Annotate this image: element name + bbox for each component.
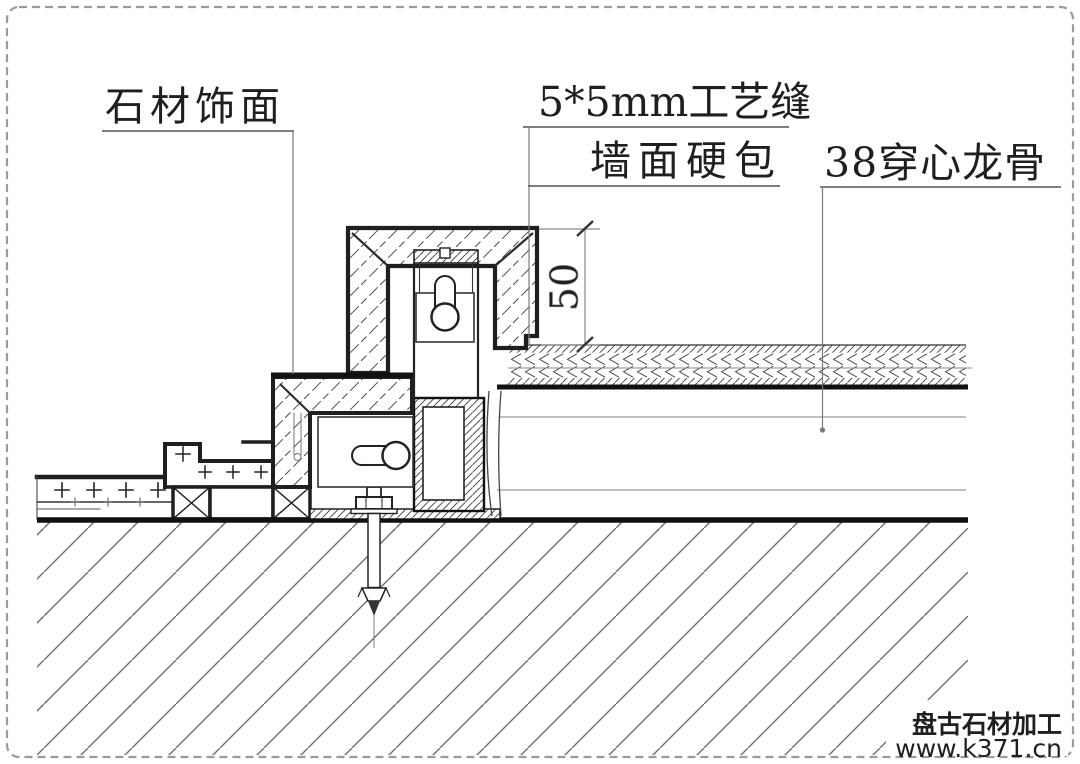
panel-top-skin (508, 345, 966, 353)
ground-hatch (37, 522, 968, 755)
leader-dot-through-keel (819, 427, 826, 433)
spacer-block (208, 485, 275, 521)
panel-core-herringbone (508, 353, 966, 378)
keel-frame-section (412, 396, 486, 513)
hanger-assembly-lower (317, 416, 414, 488)
anchor-sleeve-fins (357, 587, 391, 598)
label-process-seam: 5*5mm工艺缝 (538, 78, 811, 126)
mortar-step-profile (163, 442, 275, 489)
stone-upper-chamfer-right (494, 232, 534, 267)
label-wall-hardpack: 墙面硬包 (590, 137, 782, 185)
keel-top-slot (439, 247, 451, 259)
mortar-step-plus-marks (175, 446, 268, 479)
stone-upper-chamfer-left (351, 232, 389, 267)
anchor-rod (367, 512, 381, 589)
dimension-50: 50 (539, 220, 600, 353)
timber-block-left-x (172, 486, 211, 520)
watermark-website: www.k371.cn (895, 734, 1062, 763)
dim-value-50: 50 (543, 263, 587, 311)
keel-construction-lines (497, 416, 966, 491)
anchor-tip (368, 601, 380, 616)
stone-lower-chamfer (279, 383, 311, 414)
base-plate (309, 508, 501, 520)
wall-hardpack-panel (497, 344, 972, 390)
label-through-keel: 38穿心龙骨 (824, 139, 1046, 187)
keel-channel-upper (412, 247, 480, 398)
watermark: 盘古石材加工 www.k371.cn (886, 700, 1068, 763)
watermark-company: 盘古石材加工 (912, 710, 1062, 739)
fixing-screw (293, 453, 302, 461)
timber-blocking (171, 485, 312, 521)
mortar-plus-marks (54, 482, 166, 507)
panel-bottom-skin (508, 378, 966, 386)
dim-tick-bottom (576, 336, 594, 353)
annotations: 石材饰面 5*5mm工艺缝 墙面硬包 38穿心龙骨 (102, 78, 1061, 433)
label-stone-finish: 石材饰面 (105, 84, 285, 130)
watermark-backing (886, 700, 1068, 756)
keel-frame-inner (422, 406, 465, 501)
anchor-nut (355, 496, 393, 510)
page-dashed-border (5, 5, 1075, 759)
ground-earth-section (37, 522, 968, 755)
floor-buildup-left (34, 440, 312, 521)
bolt-head-upper (430, 302, 460, 332)
sealant-joint-lines (486, 390, 502, 517)
timber-block-right-x (272, 486, 311, 520)
bolt-head-lower (381, 440, 411, 471)
dim-tick-top (576, 220, 594, 237)
expansion-anchor-bolt (350, 420, 398, 648)
